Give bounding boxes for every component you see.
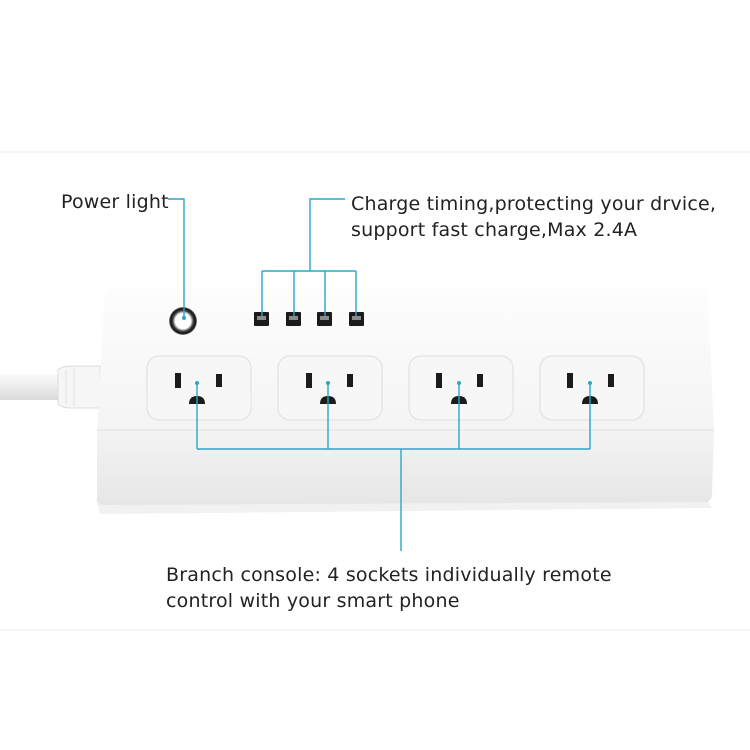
us-outlet-icon: [408, 355, 514, 421]
usb-port-icon: [349, 312, 364, 326]
usb-port-icon: [254, 312, 269, 326]
us-outlet-icon: [277, 355, 383, 421]
usb-text-line-2: support fast charge,Max 2.4A: [351, 219, 638, 241]
usb-text-line-1: Charge timing,protecting your drvice,: [351, 193, 717, 215]
callout-lines: [168, 198, 591, 551]
outlet-callout-dots: [195, 381, 592, 385]
us-outlet-icon: [146, 355, 252, 421]
us-outlet-icon: [539, 355, 645, 421]
callout-power-light: [168, 198, 185, 318]
branch-text-line-2: control with your smart phone: [166, 590, 460, 612]
label-usb-charging: Charge timing,protecting your drvice, su…: [351, 191, 716, 243]
strip-front: [97, 430, 714, 505]
usb-port-icon: [286, 312, 301, 326]
callout-dot: [182, 316, 186, 320]
usb-port-icon: [317, 312, 332, 326]
callout-usb: [309, 198, 345, 271]
power-cord: [0, 365, 101, 409]
branch-text-line-1: Branch console: 4 sockets individually r…: [166, 564, 612, 586]
power-button-icon: [169, 307, 197, 335]
label-branch-console: Branch console: 4 sockets individually r…: [166, 562, 612, 614]
power-light-text: Power light: [61, 191, 169, 213]
label-power-light: Power light: [61, 189, 169, 215]
